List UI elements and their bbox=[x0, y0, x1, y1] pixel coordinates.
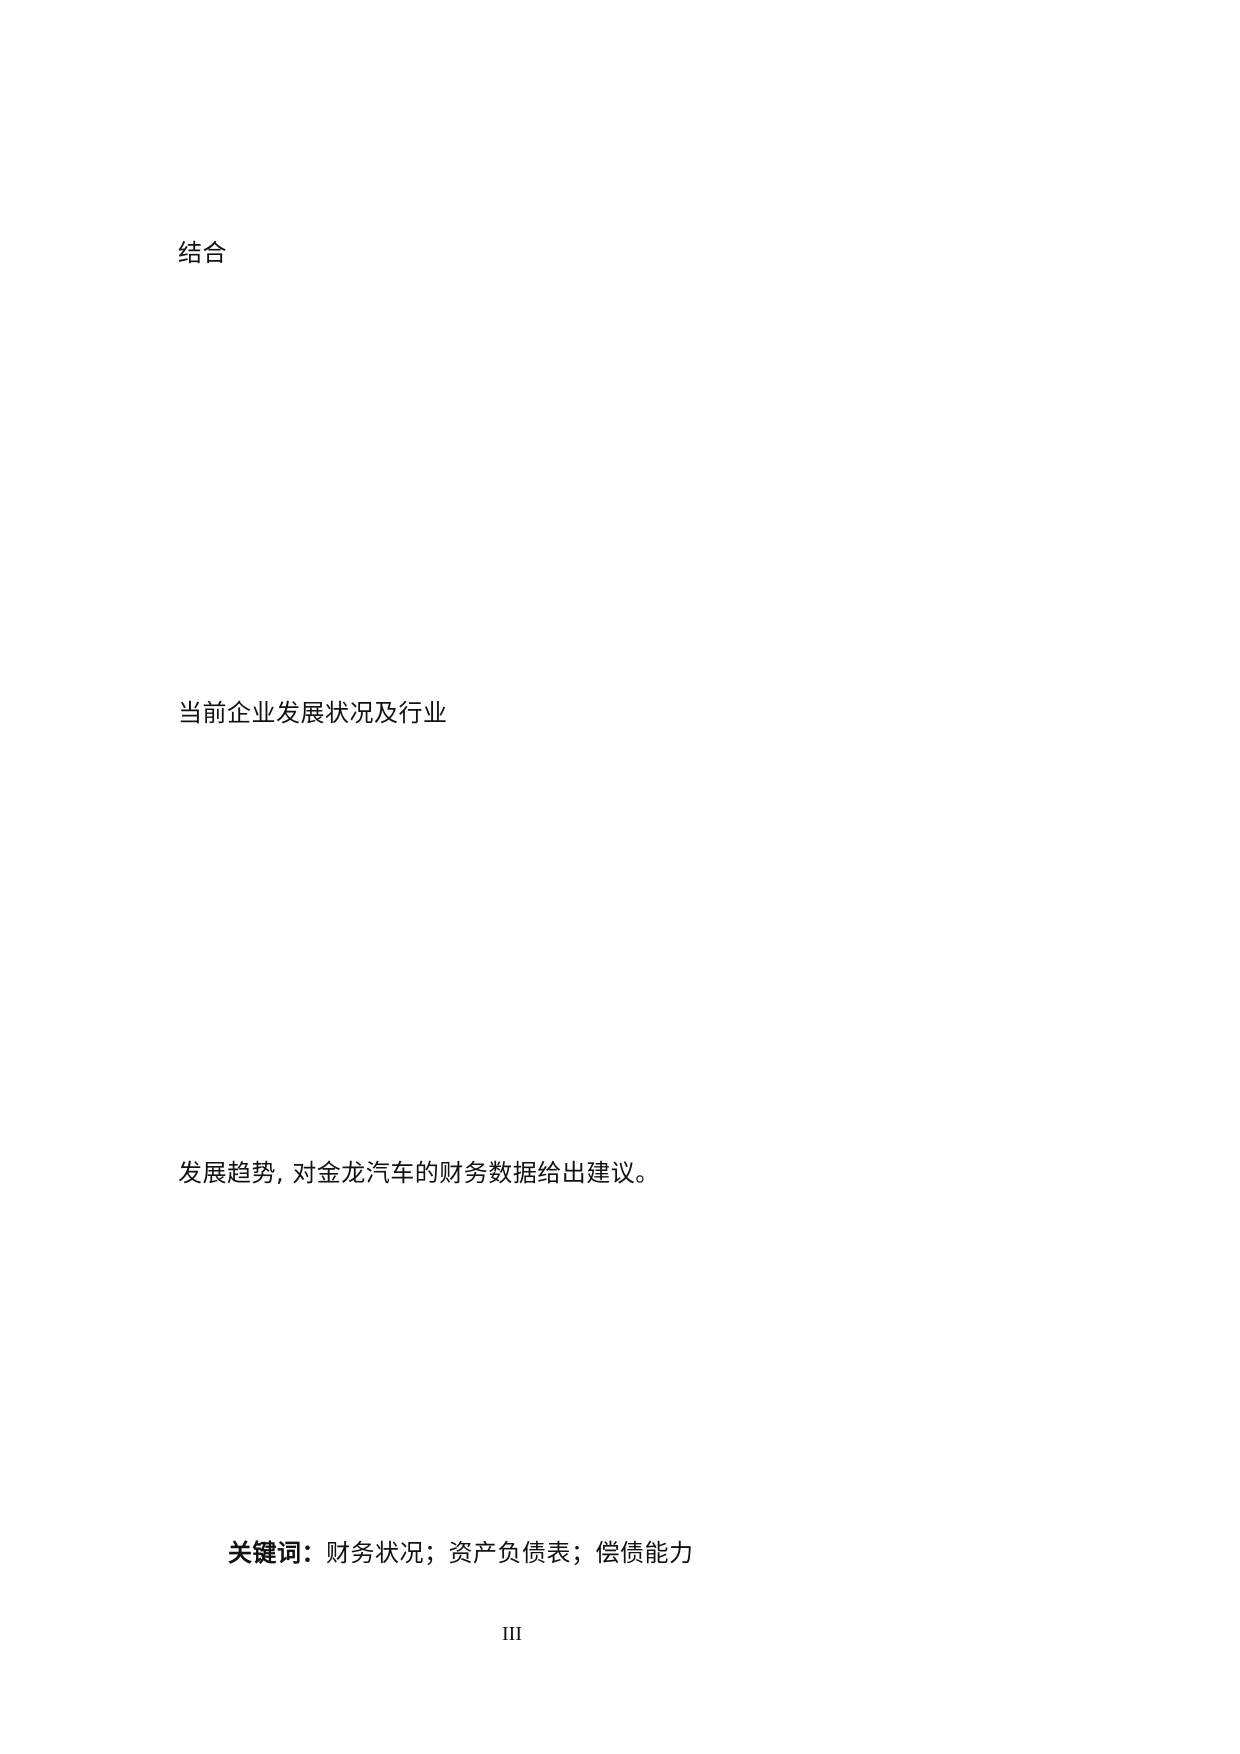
keywords-value: 财务状况；资产负债表；偿债能力 bbox=[326, 1539, 694, 1567]
page-number: III bbox=[502, 1623, 522, 1645]
keywords-line: 关键词：财务状况；资产负债表；偿债能力 bbox=[228, 1538, 694, 1568]
abstract-line-3: 发展趋势, 对金龙汽车的财务数据给出建议。 bbox=[178, 1159, 660, 1187]
abstract-line-2: 当前企业发展状况及行业 bbox=[178, 699, 448, 727]
keywords-label: 关键词： bbox=[228, 1539, 326, 1567]
abstract-line-1: 结合 bbox=[178, 239, 227, 267]
